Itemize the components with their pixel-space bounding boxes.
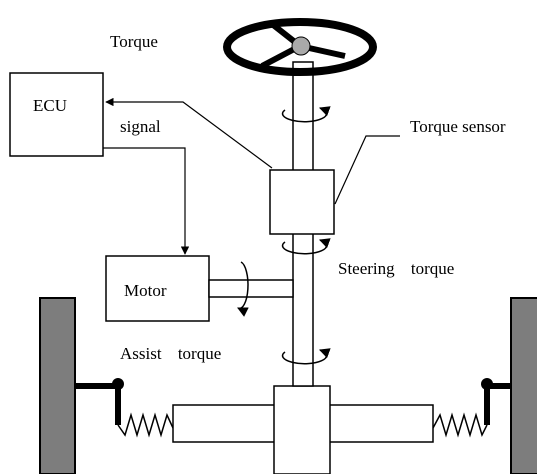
ecu-to-motor-arrow	[103, 147, 190, 255]
signal-label: signal	[120, 117, 161, 136]
right-ball-joint	[481, 378, 493, 390]
rack-pinion-housing	[273, 385, 331, 474]
torque-sensor-label: Torque sensor	[410, 117, 506, 136]
right-spring	[432, 412, 488, 438]
left-road-wheel	[39, 297, 76, 474]
motor-shaft	[208, 279, 294, 298]
rotation-arrow-lower	[281, 348, 331, 365]
ecu-box	[9, 72, 104, 157]
assist-torque-label: Assist torque	[120, 344, 221, 363]
steering-wheel-hub	[291, 36, 311, 56]
rotation-arrow-upper	[281, 106, 331, 123]
steering-wheel	[223, 18, 377, 76]
steering-torque-label: Steering torque	[338, 259, 454, 278]
right-knuckle-arm	[484, 383, 511, 425]
motor-box	[105, 255, 210, 322]
ecu-label: ECU	[33, 96, 67, 115]
left-spring	[117, 412, 174, 438]
left-ball-joint	[112, 378, 124, 390]
torque-sensor-box	[269, 169, 335, 235]
signal-arrow-to-ecu	[105, 97, 273, 169]
torque-sensor-leader	[334, 135, 400, 205]
rotation-arrow-motor	[237, 261, 249, 317]
right-road-wheel	[510, 297, 537, 474]
left-knuckle-arm	[75, 383, 121, 425]
motor-label: Motor	[124, 281, 167, 300]
torque-label: Torque	[110, 32, 158, 51]
rotation-arrow-steering	[281, 238, 331, 255]
